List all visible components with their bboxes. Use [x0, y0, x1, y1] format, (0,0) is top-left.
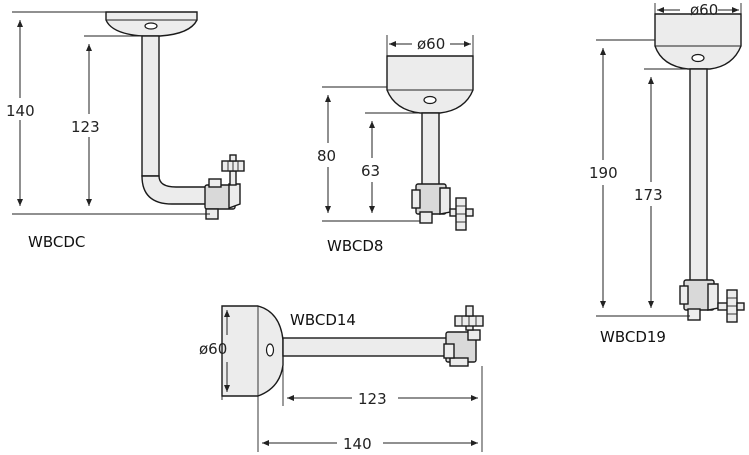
wbcd19-height-total-label: 190	[589, 164, 618, 182]
wbcd19-height-arm-label: 173	[634, 186, 663, 204]
wbcd19-bracket-illustration	[654, 13, 745, 323]
wbcdc-height-total-label: 140	[6, 102, 35, 120]
wbcdc-dimension-lines	[12, 11, 210, 215]
wbcd14-model-label: WBCD14	[290, 311, 356, 329]
wbcd14-diameter-label: ø60	[199, 340, 227, 358]
wbcd8-model-label: WBCD8	[327, 237, 383, 255]
wbcdc-bracket-illustration	[105, 11, 245, 220]
wbcd8-diameter-label: ø60	[417, 35, 445, 53]
wbcd14-length-arm-label: 123	[358, 390, 387, 408]
wbcd8-height-arm-label: 63	[361, 162, 380, 180]
wbcd19-model-label: WBCD19	[600, 328, 666, 346]
wbcd14-bracket-illustration	[221, 305, 484, 397]
wbcdc-model-label: WBCDC	[28, 233, 85, 251]
wbcd8-bracket-illustration	[386, 55, 474, 231]
wbcd19-dimension-lines	[596, 3, 742, 317]
wbcd8-dimension-lines	[322, 35, 474, 222]
drawing-wbcd14: ø60 123 140 WBCD14	[199, 305, 484, 453]
wbcd14-dimension-lines	[221, 310, 483, 452]
drawing-wbcd8: ø60 80 63 WBCD8	[317, 35, 474, 255]
wbcd8-height-total-label: 80	[317, 147, 336, 165]
wbcd14-length-total-label: 140	[343, 435, 372, 453]
drawing-wbcd19: ø60 190 173 WBCD19	[589, 1, 745, 346]
drawing-wbcdc: 140 123 WBCDC	[6, 11, 245, 251]
wbcd19-diameter-label: ø60	[690, 1, 718, 19]
wbcdc-height-arm-label: 123	[71, 118, 100, 136]
